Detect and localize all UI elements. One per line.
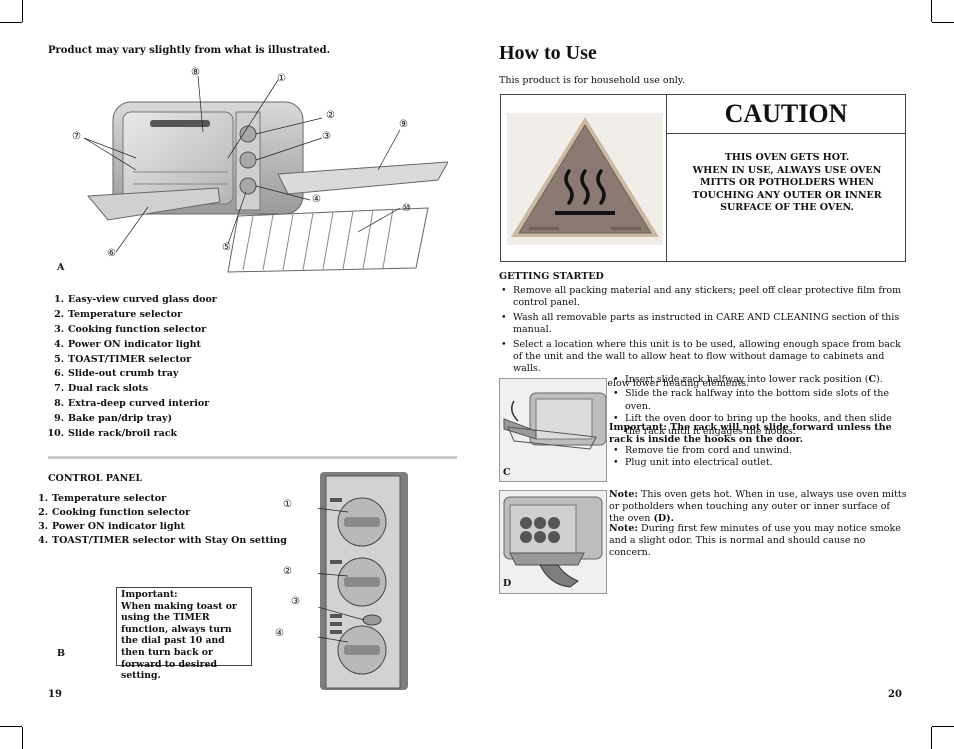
- parts-item: 3.Cooking function selector: [54, 323, 207, 335]
- caution-message: THIS OVEN GETS HOT. WHEN IN USE, ALWAYS …: [692, 152, 882, 213]
- figure-d-label: D: [503, 578, 512, 589]
- crop-mark: [931, 0, 932, 22]
- caution-box: CAUTION THIS OVEN GETS HOT. WHEN IN USE,…: [500, 94, 906, 262]
- control-panel-list: 1.Temperature selector 2.Cooking functio…: [30, 493, 287, 549]
- list-item: Select a location where this unit is to …: [500, 339, 908, 376]
- crop-mark: [932, 726, 954, 727]
- figure-a-label: A: [57, 262, 65, 273]
- control-item: 4.TOAST/TIMER selector with Stay On sett…: [38, 535, 287, 546]
- control-item: 2.Cooking function selector: [38, 507, 191, 518]
- page-subtitle: This product is for household use only.: [499, 75, 685, 86]
- list-item: Slide the rack halfway into the bottom s…: [612, 388, 908, 413]
- caution-title: CAUTION: [724, 99, 848, 128]
- crop-mark: [931, 727, 932, 749]
- page-title: How to Use: [499, 42, 597, 64]
- page-number-right: 20: [888, 689, 902, 700]
- figure-c-label: C: [503, 467, 511, 478]
- callout-a-9: ⑨: [399, 119, 408, 130]
- control-item: 1.Temperature selector: [38, 493, 167, 504]
- rack-steps-list: Insert slide rack halfway into lower rac…: [612, 374, 908, 438]
- callout-b-2: ②: [283, 566, 292, 577]
- parts-item: 10.Slide rack/broil rack: [47, 428, 178, 440]
- parts-item: 4.Power ON indicator light: [54, 338, 201, 350]
- crop-mark: [932, 22, 954, 23]
- note-hot: Note: This oven gets hot. When in use, a…: [609, 489, 907, 524]
- callout-a-5: ⑤: [222, 242, 231, 253]
- power-steps-list: Remove tie from cord and unwind. Plug un…: [612, 445, 908, 470]
- control-panel-heading: CONTROL PANEL: [48, 473, 143, 484]
- callout-a-8: ⑧: [191, 67, 200, 78]
- list-item: Remove tie from cord and unwind.: [612, 445, 908, 458]
- hot-surface-warning-icon: [507, 113, 663, 245]
- important-toast-box: Important: When making toast or using th…: [116, 587, 252, 681]
- rack-insertion-illustration: [500, 379, 607, 481]
- callout-b-1: ①: [283, 499, 292, 510]
- parts-item: 2.Temperature selector: [54, 308, 183, 320]
- toaster-oven-illustration: [83, 75, 448, 273]
- list-item: Lift the oven door to bring up the hooks…: [612, 413, 908, 438]
- control-item: 3.Power ON indicator light: [38, 521, 185, 532]
- parts-item: 8.Extra-deep curved interior: [54, 398, 210, 410]
- callout-a-1: ①: [277, 73, 286, 84]
- parts-item: 7.Dual rack slots: [54, 383, 149, 395]
- crop-mark: [22, 727, 23, 749]
- parts-item: 1.Easy-view curved glass door: [54, 294, 217, 305]
- list-item: Remove all packing material and any stic…: [500, 285, 908, 310]
- crop-mark: [0, 22, 22, 23]
- illustration-note: Product may vary slightly from what is i…: [48, 45, 331, 56]
- control-panel-illustration: [318, 472, 408, 690]
- list-item: Wash all removable parts as instructed i…: [500, 312, 908, 337]
- figure-b-label: B: [57, 648, 66, 659]
- important-rack-note: Important: The rack will not slide forwa…: [609, 422, 892, 445]
- figure-c-box: [499, 378, 607, 482]
- callout-b-3: ③: [291, 596, 300, 607]
- oven-mitt-illustration: [500, 491, 606, 593]
- callout-a-4: ④: [312, 194, 321, 205]
- parts-item: 9.Bake pan/drip tray): [54, 413, 173, 425]
- callout-b-4: ④: [275, 628, 284, 639]
- callout-a-3: ③: [322, 131, 331, 142]
- important-body: When making toast or using the TIMER fun…: [121, 600, 237, 682]
- callout-a-7: ⑦: [72, 131, 81, 142]
- callout-a-6: ⑥: [107, 248, 116, 259]
- crop-mark: [0, 726, 22, 727]
- important-title: Important:: [121, 589, 178, 600]
- parts-list: 1.Easy-view curved glass door 2.Temperat…: [46, 294, 217, 443]
- callout-a-2: ②: [326, 110, 335, 121]
- parts-item: 6.Slide-out crumb tray: [54, 368, 179, 380]
- note-smoke: Note: During first few minutes of use yo…: [609, 523, 901, 558]
- list-item: Insert slide rack halfway into lower rac…: [612, 374, 908, 387]
- section-divider: [48, 456, 457, 459]
- figure-d-box: [499, 490, 607, 594]
- crop-mark: [22, 0, 23, 22]
- list-item: Plug unit into electrical outlet.: [612, 457, 908, 470]
- getting-started-heading: GETTING STARTED: [499, 271, 604, 282]
- callout-a-10: ⑩: [402, 203, 411, 214]
- page-number-left: 19: [48, 689, 62, 700]
- parts-item: 5.TOAST/TIMER selector: [54, 353, 192, 365]
